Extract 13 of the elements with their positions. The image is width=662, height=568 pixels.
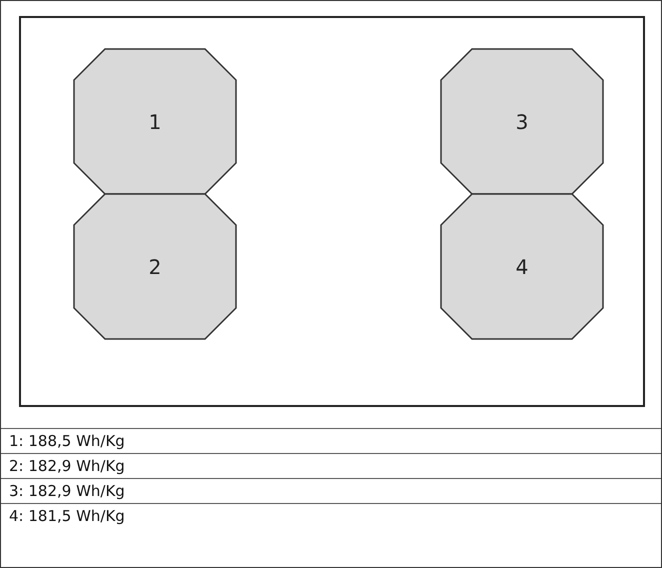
octagon	[73, 48, 237, 195]
cell-number: 3	[516, 110, 528, 134]
enclosure-outline	[19, 16, 645, 407]
energy-density-text: 4: 181,5 Wh/Kg	[9, 507, 125, 525]
energy-density-text: 2: 182,9 Wh/Kg	[9, 457, 125, 475]
octagon	[440, 48, 604, 195]
energy-density-text: 3: 182,9 Wh/Kg	[9, 482, 125, 500]
cell-number: 4	[516, 254, 528, 278]
cell-number: 1	[148, 110, 162, 134]
energy-density-text: 1: 188,5 Wh/Kg	[9, 432, 125, 450]
cell-number: 2	[148, 254, 162, 278]
octagon	[73, 193, 237, 340]
octagon	[440, 193, 604, 340]
